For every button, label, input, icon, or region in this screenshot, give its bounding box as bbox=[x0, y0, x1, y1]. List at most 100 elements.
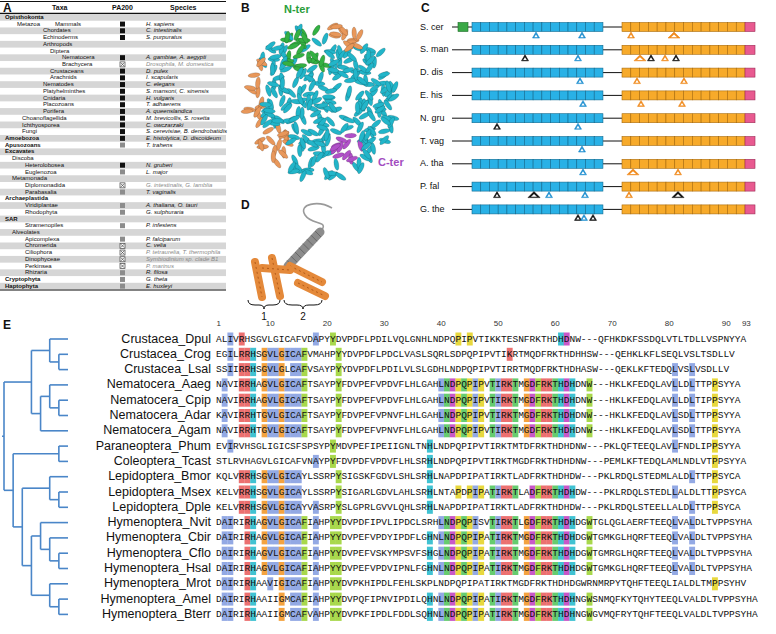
repeat-block bbox=[666, 23, 675, 32]
repeat-block bbox=[692, 182, 701, 191]
repeat-block bbox=[472, 137, 481, 146]
repeat-block bbox=[684, 137, 693, 146]
repeat-block bbox=[594, 45, 603, 54]
repeat-block bbox=[559, 114, 568, 123]
helix-ribbon bbox=[377, 70, 389, 81]
repeat-block bbox=[507, 68, 516, 77]
taxon-name: Lepidoptera_Bmor bbox=[108, 469, 211, 484]
repeat-block bbox=[516, 159, 525, 168]
partial-square bbox=[120, 284, 125, 289]
repeat-block bbox=[622, 91, 631, 100]
repeat-block bbox=[551, 45, 560, 54]
repeat-block bbox=[472, 114, 481, 123]
helix-ribbon bbox=[318, 54, 326, 67]
repeat-block bbox=[585, 91, 594, 100]
tree-branch bbox=[59, 552, 68, 554]
orange-helix bbox=[298, 283, 325, 296]
repeat-block bbox=[533, 23, 542, 32]
sequence-row: KELVRRHSGVLGICAYVASRPYSLGPRLGVVLQHLSRHLN… bbox=[216, 501, 741, 514]
insertion-marker bbox=[582, 192, 589, 198]
tree-branch bbox=[59, 506, 68, 508]
repeat-block bbox=[710, 205, 719, 214]
species-cell: A. thaliana, O. tauri bbox=[146, 202, 197, 209]
helix-ribbon bbox=[296, 93, 305, 106]
species-cell: C. elegans bbox=[146, 81, 175, 88]
repeat-block bbox=[666, 159, 675, 168]
insertion-marker bbox=[662, 55, 669, 61]
presence-square bbox=[120, 89, 125, 94]
repeat-block bbox=[727, 68, 736, 77]
helix-ribbon bbox=[285, 137, 298, 147]
repeat-block bbox=[631, 23, 640, 32]
panel-letter: A bbox=[3, 2, 12, 15]
repeat-block bbox=[710, 23, 719, 32]
species-cell: S. cerevisiae, B. dendrobatidis bbox=[146, 128, 227, 135]
repeat-block bbox=[594, 159, 603, 168]
repeat-block bbox=[594, 182, 603, 191]
taxon-cell: Nematocera bbox=[62, 54, 95, 61]
species-cell: S. mansoni, C. sinensis bbox=[146, 88, 209, 95]
tree-branch bbox=[59, 415, 68, 417]
species-cell: G. sulphuraria bbox=[146, 209, 184, 216]
helix-ribbon bbox=[364, 62, 375, 74]
partial-square bbox=[120, 143, 125, 148]
absence-cross bbox=[121, 244, 124, 247]
species-cell: T. vaginalis bbox=[146, 189, 176, 196]
repeat-block bbox=[585, 114, 594, 123]
repeat-block bbox=[568, 205, 577, 214]
backbone-line bbox=[603, 163, 622, 164]
repeat-block bbox=[489, 45, 498, 54]
species-cell: H. vulgaris bbox=[146, 95, 174, 102]
repeat-block bbox=[631, 68, 640, 77]
repeat-block bbox=[640, 159, 649, 168]
helix-turn bbox=[307, 239, 313, 245]
insertion-marker-inner bbox=[663, 57, 667, 60]
helix-ribbon bbox=[364, 89, 375, 101]
repeat-block bbox=[524, 205, 533, 214]
orange-helix bbox=[262, 268, 290, 270]
repeat-block bbox=[577, 114, 586, 123]
taxon-cell: Rhizaria bbox=[25, 269, 47, 276]
insertion-marker-inner bbox=[531, 194, 537, 197]
repeat-block bbox=[542, 23, 551, 32]
repeat-block bbox=[736, 205, 745, 214]
repeat-block bbox=[524, 114, 533, 123]
helix-ribbon bbox=[255, 77, 261, 89]
tree-branch bbox=[41, 522, 68, 524]
helix-ribbon bbox=[308, 49, 319, 61]
repeat-block bbox=[684, 45, 693, 54]
species-cell: S. purpuratus bbox=[146, 34, 182, 41]
protein-structure bbox=[241, 22, 400, 183]
terminus-label: N-ter bbox=[284, 3, 310, 15]
backbone-line bbox=[452, 141, 472, 142]
species-cell: C. velia bbox=[146, 242, 166, 249]
helix-ribbon bbox=[378, 128, 391, 135]
repeat-block bbox=[701, 159, 710, 168]
helix-ribbon bbox=[284, 31, 291, 44]
insertion-marker bbox=[648, 55, 655, 61]
repeat-block bbox=[648, 182, 657, 191]
repeat-block bbox=[710, 137, 719, 146]
repeat-block bbox=[594, 205, 603, 214]
helix-ribbon bbox=[360, 99, 370, 112]
helix-turn bbox=[315, 231, 321, 237]
repeat-block bbox=[710, 159, 719, 168]
helix-ribbon bbox=[352, 27, 357, 39]
table-row-band bbox=[0, 216, 226, 223]
helix-ribbon bbox=[280, 77, 285, 89]
taxon-name: Crustacea_Lsal bbox=[124, 362, 211, 377]
repeat-block bbox=[542, 159, 551, 168]
repeat-block bbox=[622, 68, 631, 77]
table-row-band bbox=[0, 81, 226, 88]
tree-branch bbox=[13, 453, 59, 455]
insertion-marker bbox=[679, 100, 686, 106]
repeat-block bbox=[568, 68, 577, 77]
insertion-marker-inner bbox=[581, 171, 585, 174]
repeat-block bbox=[701, 23, 710, 32]
insertion-marker-inner bbox=[495, 194, 499, 197]
insertion-marker bbox=[681, 78, 688, 84]
panel-letter: B bbox=[241, 2, 250, 15]
repeat-block bbox=[736, 114, 745, 123]
taxon-name: Hymenoptera_Nvit bbox=[107, 515, 211, 530]
repeat-block bbox=[542, 68, 551, 77]
